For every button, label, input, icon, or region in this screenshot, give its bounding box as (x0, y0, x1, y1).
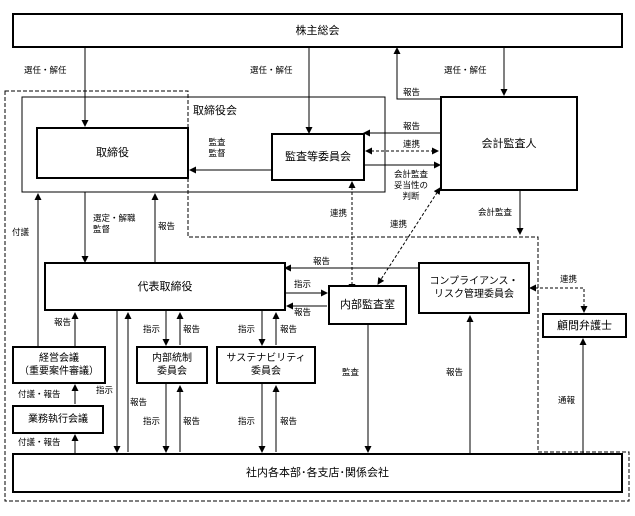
compliance-box: コンプライアンス・ リスク管理委員会 (418, 262, 530, 314)
label-appoint-supervise: 選定・解職 監督 (93, 214, 136, 236)
audit-committee-box: 監査等委員会 (271, 133, 365, 181)
label-report-ic2: 報告 (183, 417, 201, 427)
label-audit-judge: 会計監査 妥当性の 判断 (387, 170, 435, 203)
company-label: 社内各本部･各支店･関係会社 (246, 466, 389, 479)
label-report-mm: 報告 (54, 318, 72, 328)
business-meeting-box: 業務執行会議 (12, 405, 104, 434)
internal-control-label-1: 内部統制 (152, 353, 192, 364)
management-meeting-box: 経営会議 （重要案件審議） (12, 346, 106, 384)
label-audit: 監査 (208, 138, 226, 148)
label-elect-2: 選任・解任 (250, 66, 293, 76)
label-report-company: 報告 (446, 368, 464, 378)
label-proposal-report-1: 付議・報告 (18, 390, 61, 400)
label-report-sh: 報告 (403, 88, 421, 98)
label-accounting-audit: 会計監査 (478, 208, 513, 218)
label-report-ia: 報告 (294, 308, 312, 318)
internal-control-label-2: 委員会 (157, 366, 187, 377)
label-audit-judge-3: 判断 (402, 192, 420, 202)
label-audit-company: 監査 (342, 368, 360, 378)
directors-box: 取締役 (36, 127, 189, 179)
label-audit-supervise: 監査 監督 (205, 138, 229, 160)
label-report-rep: 報告 (158, 222, 176, 232)
representative-label: 代表取締役 (137, 279, 193, 293)
management-meeting-label-2: （重要案件審議） (19, 366, 99, 377)
label-instruct-sc2: 指示 (238, 417, 256, 427)
arrow-report-shareholders (393, 47, 440, 100)
internal-control-box: 内部統制 委員会 (136, 346, 208, 384)
label-supervise: 監督 (208, 149, 226, 159)
company-box: 社内各本部･各支店･関係会社 (12, 453, 623, 493)
compliance-label-1: コンプライアンス・ (429, 276, 519, 287)
label-instruct-sc: 指示 (238, 325, 256, 335)
label-instruct-ic: 指示 (143, 325, 161, 335)
external-auditor-label: 会計監査人 (481, 136, 537, 150)
business-meeting-label: 業務執行会議 (28, 413, 88, 425)
advisor-label: 顧問弁護士 (557, 318, 612, 332)
shareholders-box: 株主総会 (12, 13, 623, 48)
internal-audit-label: 内部監査室 (340, 298, 395, 311)
label-coop-adv: 連携 (560, 275, 578, 285)
label-proposal: 付議 (12, 228, 30, 238)
directors-label: 取締役 (96, 146, 129, 159)
audit-committee-label: 監査等委員会 (285, 150, 351, 163)
label-instruct-ia: 指示 (294, 280, 312, 290)
label-elect-3: 選任・解任 (444, 66, 487, 76)
representative-box: 代表取締役 (44, 262, 286, 311)
arrow-coop-adv (529, 284, 588, 313)
label-instruct-left: 指示 (96, 386, 114, 396)
sustainability-label-1: サステナビリティ (226, 353, 306, 364)
label-coop-ea: 連携 (403, 140, 421, 150)
label-instruct-ic2: 指示 (143, 417, 161, 427)
management-meeting-label-1: 経営会議 (39, 353, 79, 364)
shareholders-label: 株主総会 (295, 23, 340, 37)
advisor-box: 顧問弁護士 (542, 313, 627, 338)
sustainability-box: サステナビリティ 委員会 (216, 346, 316, 384)
external-auditor-box: 会計監査人 (440, 96, 578, 191)
sustainability-label-2: 委員会 (251, 366, 281, 377)
internal-audit-box: 内部監査室 (328, 285, 407, 325)
label-report-ic: 報告 (183, 325, 201, 335)
label-proposal-report-2: 付議・報告 (18, 438, 61, 448)
label-supervise-2: 監督 (93, 225, 111, 235)
compliance-label-2: リスク管理委員会 (434, 289, 514, 300)
label-report-sc: 報告 (280, 325, 298, 335)
label-report-ea: 報告 (403, 122, 421, 132)
label-report-left: 報告 (130, 398, 148, 408)
label-audit-judge-2: 妥当性の (393, 181, 428, 191)
label-coop-ia: 連携 (330, 209, 348, 219)
label-appoint: 選定・解職 (93, 214, 136, 224)
label-report-sc2: 報告 (280, 417, 298, 427)
label-elect-1: 選任・解任 (24, 66, 67, 76)
label-coop-ea2: 連携 (390, 220, 408, 230)
label-report-comp: 報告 (313, 257, 331, 267)
label-audit-judge-1: 会計監査 (393, 170, 428, 180)
label-notify: 通報 (558, 396, 576, 406)
board-label: 取締役会 (193, 104, 237, 117)
board-frame (21, 96, 386, 193)
